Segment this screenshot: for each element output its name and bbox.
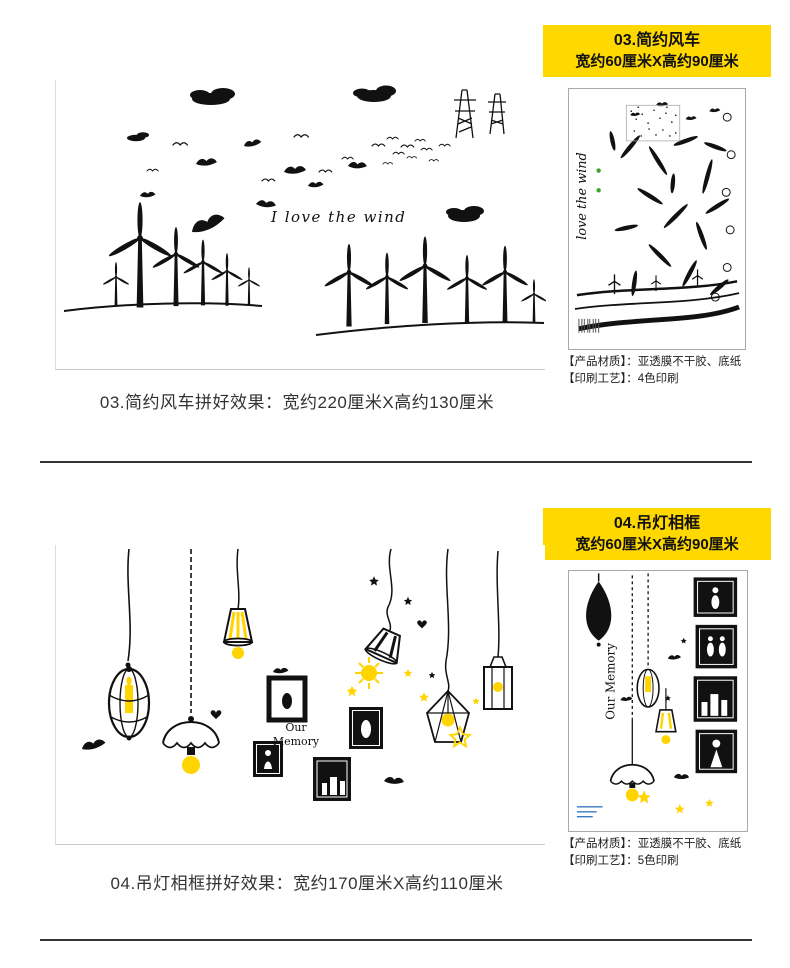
wind-slogan-text: I love the wind	[270, 208, 406, 226]
section-divider	[40, 939, 752, 941]
small-cone-lamp	[655, 688, 677, 745]
sheet-windmill-art: love the wind	[574, 102, 740, 333]
printing-spec: 【印刷工艺】：5色印刷	[563, 855, 679, 867]
memory-text-line2: Memory	[273, 735, 320, 748]
pendant-lamp-tilted	[346, 548, 413, 697]
material-spec: 【产品材质】：亚透膜不干胶、底纸	[563, 838, 742, 850]
sticker-sheet-image-03: love the wind	[568, 88, 746, 350]
barcode	[578, 318, 600, 333]
cloud-icon	[353, 85, 396, 102]
photo-frame	[693, 676, 738, 722]
power-pylon-icons	[454, 89, 506, 139]
scallop-lamp	[609, 719, 655, 802]
cloud-icon	[190, 88, 235, 105]
assembled-size-caption-04: 04.吊灯相框拼好效果：宽约170厘米X高约110厘米	[110, 874, 504, 893]
small-birdcage-lamp	[636, 668, 660, 708]
product-specs-04: 【产品材质】：亚透膜不干胶、底纸 【印刷工艺】：5色印刷	[563, 836, 789, 870]
badge-size: 宽约60厘米X高约90厘米	[575, 52, 739, 70]
clouds	[127, 85, 484, 222]
photo-frame	[313, 757, 351, 801]
sheet-slogan-text: love the wind	[575, 152, 590, 240]
ground-lines	[63, 302, 545, 336]
bird-flock	[146, 134, 451, 182]
product-specs-03: 【产品材质】：亚透膜不干胶、底纸 【印刷工艺】：4色印刷	[563, 354, 789, 388]
chain-cords	[631, 573, 649, 720]
sticker-sheet-image-04: Our Memory	[568, 570, 748, 832]
printing-spec: 【印刷工艺】：4色印刷	[563, 373, 679, 385]
badge-title: 03.简约风车	[613, 31, 701, 49]
print-marks	[576, 806, 603, 818]
pendant-lamp-scene: Our Memory	[80, 548, 513, 801]
photo-frame	[695, 624, 738, 669]
photo-frame	[266, 675, 308, 723]
number-markers	[710, 112, 736, 302]
size-badge-03: 03.简约风车 宽约60厘米X高约90厘米	[543, 25, 771, 77]
assembled-size-caption-03: 03.简约风车拼好效果：宽约220厘米X高约130厘米	[99, 393, 495, 412]
size-badge-04: 04.吊灯相框 宽约60厘米X高约90厘米	[543, 508, 771, 560]
section-divider	[40, 461, 752, 463]
material-spec: 【产品材质】：亚透膜不干胶、底纸	[563, 356, 742, 368]
badge-title: 04.吊灯相框	[613, 514, 701, 532]
scattered-blades	[609, 131, 730, 297]
memory-text-line1: Our	[285, 721, 307, 734]
wind-turbines-right	[323, 236, 546, 327]
ground-swooshes	[574, 280, 740, 332]
sheet-photo-frames	[693, 577, 738, 774]
light-burst	[355, 657, 383, 689]
pendant-lamp-scalloped	[162, 549, 220, 774]
assembled-preview-pendant-lamps: Our Memory	[55, 545, 545, 845]
assembled-preview-windmill: I love the wind	[55, 80, 546, 370]
photo-frame	[253, 741, 283, 777]
cloud-icon	[127, 132, 149, 142]
wind-turbines-left	[102, 202, 261, 308]
pendant-lamp-geometric	[419, 548, 480, 748]
photo-frame	[693, 577, 738, 617]
cloud-icon	[446, 206, 484, 222]
sheet-bird-icons	[630, 102, 721, 120]
registration-dots	[596, 168, 601, 193]
speckle-box	[625, 104, 681, 142]
photo-frame	[349, 707, 383, 749]
teardrop-lamp	[586, 573, 612, 647]
pendant-lamp-birdcage	[107, 548, 151, 741]
pendant-lamp-cone	[222, 548, 254, 659]
sheet-memory-text: Our Memory	[603, 643, 617, 720]
photo-frames-cluster: Our Memory	[253, 667, 383, 801]
windmill-scene: I love the wind	[63, 85, 546, 336]
photo-frame	[695, 729, 738, 774]
sheet-pendant-art: Our Memory	[576, 573, 738, 818]
badge-size: 宽约60厘米X高约90厘米	[575, 535, 739, 553]
pendant-lamp-lantern	[483, 550, 513, 710]
